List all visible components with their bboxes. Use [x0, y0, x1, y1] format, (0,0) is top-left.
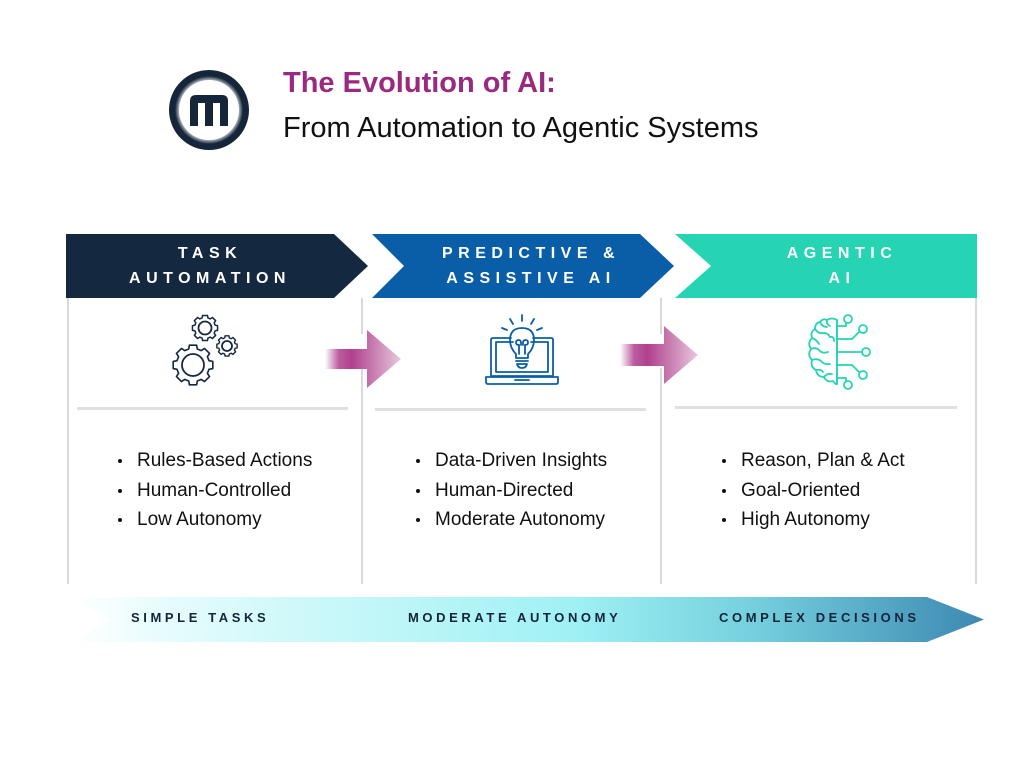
band-label-complex-decisions: COMPLEX DECISIONS [719, 610, 920, 625]
chevron-shape [66, 234, 368, 298]
page-subtitle: From Automation to Agentic Systems [283, 112, 759, 144]
bullet-icon [416, 518, 420, 522]
stage-header-agentic-ai: AGENTIC AI [675, 234, 977, 298]
panel-border-left [67, 298, 69, 584]
stage-header-predictive-assistive-ai: PREDICTIVE & ASSISTIVE AI [372, 234, 674, 298]
list-item: Goal-Oriented [722, 476, 905, 506]
brain-circuit-icon [804, 314, 878, 390]
bullet-icon [118, 518, 122, 522]
panel-divider-2 [660, 368, 662, 584]
m-logo-icon [169, 70, 249, 150]
stage-title-line2: AUTOMATION [129, 270, 291, 287]
panel-divider-1 [361, 298, 363, 334]
stage-1-features: Rules-Based Actions Human-Controlled Low… [118, 446, 312, 535]
list-item: Reason, Plan & Act [722, 446, 905, 476]
progress-arrow-shape [72, 597, 984, 642]
list-item: Human-Directed [416, 476, 607, 506]
bullet-icon [722, 459, 726, 463]
chevron-shape [675, 234, 977, 298]
band-label-simple-tasks: SIMPLE TASKS [131, 610, 270, 625]
bullet-icon [416, 488, 420, 493]
stage-title-line1: TASK [177, 245, 243, 262]
list-item: High Autonomy [722, 505, 905, 535]
arrow-right-icon [325, 330, 401, 388]
list-item: Moderate Autonomy [416, 505, 607, 535]
bullet-icon [118, 459, 122, 463]
stage-2-features: Data-Driven Insights Human-Directed Mode… [416, 446, 607, 535]
progress-band [72, 597, 984, 642]
bullet-icon [722, 518, 726, 522]
band-label-moderate-autonomy: MODERATE AUTONOMY [408, 610, 622, 625]
list-item: Data-Driven Insights [416, 446, 607, 476]
stage-header-task-automation: TASK AUTOMATION [66, 234, 368, 298]
list-item: Rules-Based Actions [118, 446, 312, 476]
arrow-right-icon [620, 326, 698, 384]
stage-title-line1: PREDICTIVE & [441, 245, 620, 262]
panel-divider-1 [361, 368, 363, 584]
stage-title-line2: ASSISTIVE AI [446, 270, 616, 287]
stage-title-line1: AGENTIC [786, 245, 898, 262]
laptop-lightbulb-icon [483, 312, 561, 390]
list-item: Low Autonomy [118, 505, 312, 535]
company-logo [168, 69, 250, 151]
panel-border-right [975, 298, 977, 584]
stage-3-separator [675, 406, 957, 409]
bullet-icon [722, 488, 726, 493]
panel-divider-2 [660, 298, 662, 334]
bullet-icon [416, 459, 420, 463]
bullet-icon [118, 488, 122, 493]
stage-3-features: Reason, Plan & Act Goal-Oriented High Au… [722, 446, 905, 535]
stage-title-line2: AI [828, 270, 856, 287]
stage-2-separator [375, 408, 646, 411]
page-title: The Evolution of AI: [283, 67, 556, 99]
list-item: Human-Controlled [118, 476, 312, 506]
gears-icon [168, 310, 242, 388]
chevron-shape [372, 234, 674, 298]
stage-1-separator [77, 407, 348, 410]
